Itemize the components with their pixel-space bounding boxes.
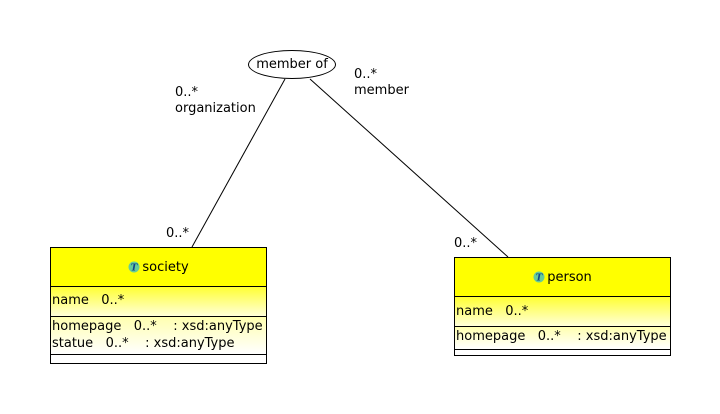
association-line-society (191, 78, 286, 248)
property-row: homepage 0..* : xsd:anyType (456, 329, 667, 344)
class-person-header[interactable]: T person (455, 258, 670, 297)
person-end-multiplicity: 0..* (454, 236, 478, 251)
attribute-row: name 0..* (456, 304, 529, 319)
type-icon: T (533, 271, 545, 283)
member-multiplicity: 0..* (354, 67, 378, 82)
association-member-of[interactable]: member of (248, 50, 336, 79)
society-end-multiplicity: 0..* (166, 226, 190, 241)
svg-text:T: T (131, 264, 139, 274)
svg-text:T: T (536, 274, 544, 284)
organization-multiplicity: 0..* (175, 85, 199, 100)
class-person-name: person (547, 269, 592, 285)
type-icon: T (128, 261, 140, 273)
class-person[interactable]: T person name 0..* homepage 0..* : xsd:a… (454, 257, 671, 356)
property-row: homepage 0..* : xsd:anyType (52, 319, 263, 334)
member-role-label: member (354, 83, 409, 98)
class-society-name: society (142, 259, 189, 275)
class-society-properties: homepage 0..* : xsd:anyType statue 0..* … (51, 317, 266, 355)
association-label: member of (256, 57, 328, 72)
class-person-properties: homepage 0..* : xsd:anyType (455, 327, 670, 350)
attribute-row: name 0..* (52, 293, 125, 308)
class-society-header[interactable]: T society (51, 248, 266, 287)
class-society-attributes: name 0..* (51, 287, 266, 317)
class-person-attributes: name 0..* (455, 297, 670, 327)
property-row: statue 0..* : xsd:anyType (52, 336, 235, 351)
class-society[interactable]: T society name 0..* homepage 0..* : xsd:… (50, 247, 267, 364)
organization-role-label: organization (175, 101, 256, 116)
association-line-person (309, 78, 509, 258)
